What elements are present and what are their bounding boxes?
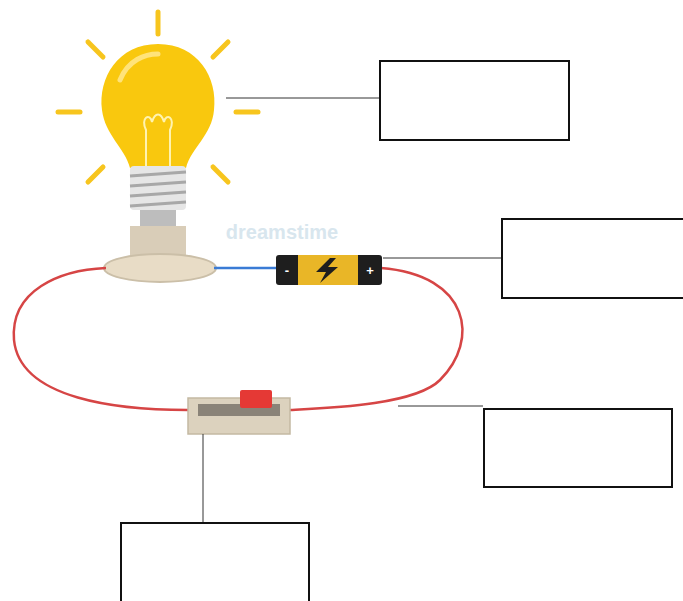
lightning-symbol bbox=[316, 258, 338, 283]
filament bbox=[144, 115, 172, 169]
socket-body bbox=[130, 226, 186, 256]
battery-sign: + bbox=[366, 264, 374, 277]
switch-lever bbox=[240, 390, 272, 408]
answer-boxes bbox=[121, 61, 683, 601]
screw-threads bbox=[130, 172, 186, 206]
light-rays bbox=[58, 12, 258, 182]
watermark: dreamstime bbox=[226, 222, 338, 242]
red-wire bbox=[290, 268, 462, 410]
battery bbox=[276, 255, 382, 285]
bulb-screw bbox=[130, 166, 186, 210]
bulb-highlight bbox=[120, 54, 158, 80]
battery-band bbox=[298, 255, 358, 285]
battery-sign: - bbox=[285, 264, 289, 277]
red-wire bbox=[14, 268, 188, 410]
bulb-neck bbox=[140, 210, 176, 226]
socket-base bbox=[104, 254, 216, 282]
leader-lines bbox=[203, 98, 501, 522]
switch bbox=[188, 398, 290, 434]
bulb-glass bbox=[101, 44, 214, 168]
blue-wire bbox=[214, 267, 276, 270]
